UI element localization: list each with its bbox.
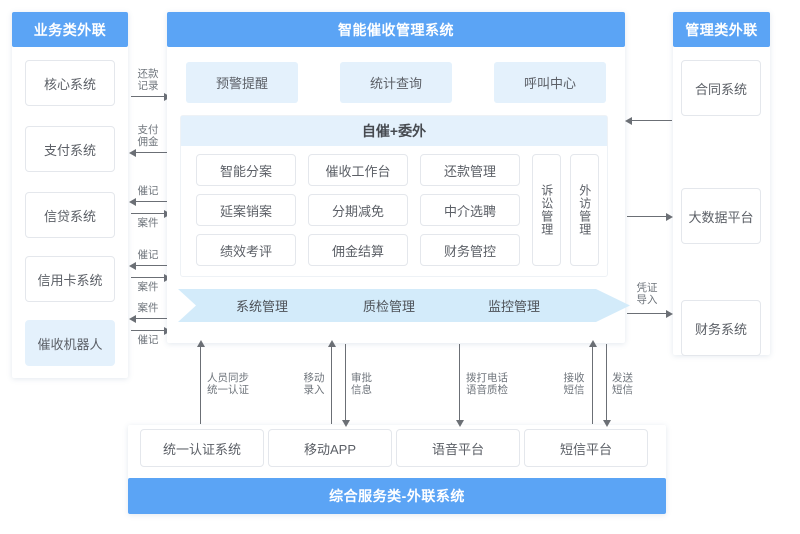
right-item-bigdata-platform[interactable]: 大数据平台 bbox=[681, 188, 761, 244]
bottom-item-unified-auth-system[interactable]: 统一认证系统 bbox=[140, 429, 264, 467]
bottom-arrow-line-0 bbox=[200, 344, 201, 424]
module-collection-workbench[interactable]: 催收工作台 bbox=[308, 154, 408, 186]
center-band: 系统管理 质检管理 监控管理 bbox=[178, 289, 630, 322]
left-arrow-label-6: 案件 bbox=[137, 302, 159, 314]
bottom-item-mobile-app[interactable]: 移动APP bbox=[268, 429, 392, 467]
right-item-finance-system[interactable]: 财务系统 bbox=[681, 300, 761, 356]
left-item-credit-card-system[interactable]: 信用卡系统 bbox=[25, 256, 115, 302]
left-panel-header: 业务类外联 bbox=[12, 12, 128, 47]
bottom-arrow-label-4: 接收 短信 bbox=[563, 372, 585, 396]
bottom-arrow-head-3 bbox=[455, 420, 464, 427]
left-arrow-line-5 bbox=[131, 277, 167, 278]
center-tile-call-center[interactable]: 呼叫中心 bbox=[494, 62, 606, 103]
left-arrow-head-6 bbox=[129, 314, 136, 323]
bottom-arrow-line-4 bbox=[592, 344, 593, 424]
left-arrow-line-7 bbox=[131, 330, 167, 331]
left-arrow-line-1 bbox=[134, 152, 170, 153]
bottom-item-sms-platform[interactable]: 短信平台 bbox=[524, 429, 648, 467]
left-arrow-label-3: 案件 bbox=[137, 217, 159, 229]
bottom-arrow-label-2: 审批 信息 bbox=[351, 372, 372, 396]
module-smart-assign[interactable]: 智能分案 bbox=[196, 154, 296, 186]
bottom-arrow-line-3 bbox=[459, 344, 460, 424]
left-arrow-label-0: 还款 记录 bbox=[137, 68, 159, 92]
left-arrow-line-6 bbox=[134, 318, 170, 319]
left-arrow-line-4 bbox=[134, 265, 170, 266]
center-tile-alert-reminder[interactable]: 预警提醒 bbox=[186, 62, 298, 103]
right-item-contract-system[interactable]: 合同系统 bbox=[681, 60, 761, 116]
left-arrow-head-2 bbox=[129, 197, 136, 206]
left-arrow-line-3 bbox=[131, 213, 167, 214]
bottom-arrow-line-5 bbox=[606, 344, 607, 424]
band-label-monitor-management: 监控管理 bbox=[488, 299, 541, 314]
module-commission-settlement[interactable]: 佣金结算 bbox=[308, 234, 408, 266]
module-repayment-management[interactable]: 还款管理 bbox=[420, 154, 520, 186]
center-group-title: 自催+委外 bbox=[181, 116, 607, 146]
right-arrow-line-0 bbox=[630, 120, 672, 121]
left-arrow-label-4: 催记 bbox=[137, 249, 159, 261]
left-item-collection-robot[interactable]: 催收机器人 bbox=[25, 320, 115, 366]
bottom-arrow-label-5: 发送 短信 bbox=[612, 372, 633, 396]
right-arrow-head-1 bbox=[666, 212, 673, 221]
module-installment-reduction[interactable]: 分期减免 bbox=[308, 194, 408, 226]
bottom-arrow-head-5 bbox=[602, 420, 611, 427]
module-performance-review[interactable]: 绩效考评 bbox=[196, 234, 296, 266]
bottom-arrow-line-1 bbox=[331, 344, 332, 424]
band-label-quality-management: 质检管理 bbox=[363, 299, 416, 314]
left-item-payment-system[interactable]: 支付系统 bbox=[25, 126, 115, 172]
bottom-arrow-head-4 bbox=[588, 340, 597, 347]
module-agency-recruitment[interactable]: 中介选聘 bbox=[420, 194, 520, 226]
band-label-system-management: 系统管理 bbox=[236, 299, 289, 314]
right-arrow-head-2 bbox=[666, 309, 673, 318]
module-financial-control[interactable]: 财务管控 bbox=[420, 234, 520, 266]
bottom-panel-footer: 综合服务类-外联系统 bbox=[128, 478, 666, 514]
left-arrow-line-0 bbox=[131, 96, 167, 97]
left-arrow-label-5: 案件 bbox=[137, 281, 159, 293]
left-item-core-system[interactable]: 核心系统 bbox=[25, 60, 115, 106]
left-arrow-label-2: 催记 bbox=[137, 185, 159, 197]
bottom-arrow-line-2 bbox=[345, 344, 346, 424]
right-arrow-label-2: 凭证 导入 bbox=[636, 282, 658, 306]
bottom-item-voice-platform[interactable]: 语音平台 bbox=[396, 429, 520, 467]
module-litigation-management[interactable]: 诉讼管理 bbox=[532, 154, 561, 266]
bottom-arrow-head-0 bbox=[196, 340, 205, 347]
left-arrow-label-1: 支付 佣金 bbox=[137, 124, 159, 148]
bottom-arrow-label-1: 移动 录入 bbox=[303, 372, 325, 396]
left-arrow-head-4 bbox=[129, 261, 136, 270]
bottom-arrow-label-3: 拨打电话 语音质检 bbox=[466, 372, 508, 396]
left-arrow-label-7: 催记 bbox=[137, 334, 159, 346]
right-arrow-head-0 bbox=[625, 116, 632, 125]
bottom-arrow-label-0: 人员同步 统一认证 bbox=[207, 372, 249, 396]
module-field-visit-management[interactable]: 外访管理 bbox=[570, 154, 599, 266]
right-arrow-line-1 bbox=[627, 216, 669, 217]
left-arrow-head-1 bbox=[129, 148, 136, 157]
right-arrow-line-2 bbox=[627, 313, 669, 314]
right-panel-header: 管理类外联 bbox=[673, 12, 770, 47]
left-arrow-line-2 bbox=[134, 201, 170, 202]
module-case-delay-cancel[interactable]: 延案销案 bbox=[196, 194, 296, 226]
center-panel-header: 智能催收管理系统 bbox=[167, 12, 625, 47]
center-tile-statistics-query[interactable]: 统计查询 bbox=[340, 62, 452, 103]
bottom-arrow-head-2 bbox=[341, 420, 350, 427]
left-item-credit-system[interactable]: 信贷系统 bbox=[25, 192, 115, 238]
bottom-arrow-head-1 bbox=[327, 340, 336, 347]
